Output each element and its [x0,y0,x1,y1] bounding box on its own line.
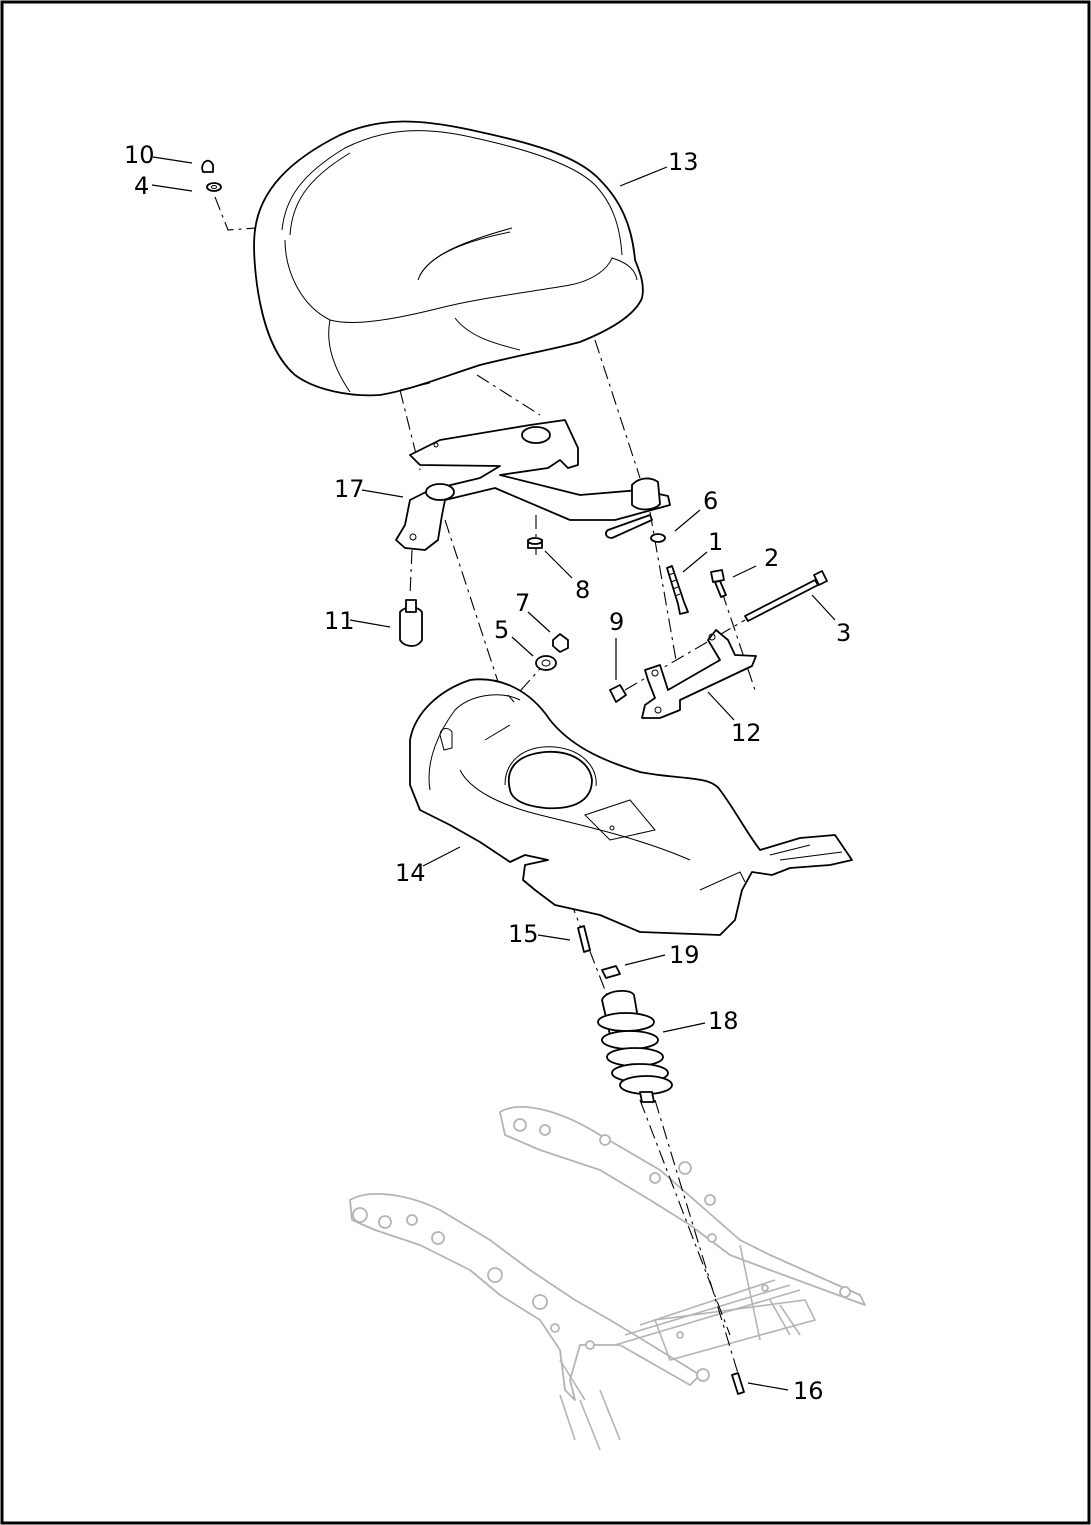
clip-19 [601,965,621,979]
callout-2: 2 [764,544,779,572]
callout-1: 1 [708,528,723,556]
callout-6: 6 [703,487,718,515]
pin-15 [577,925,591,953]
callout-8: 8 [575,576,590,604]
callout-14: 14 [395,859,426,887]
callout-17: 17 [334,475,365,503]
callout-13: 13 [668,148,699,176]
bolt-16 [731,1372,745,1395]
shock-18 [597,989,673,1103]
seat-13 [253,120,644,397]
callout-19: 19 [669,941,700,969]
callout-9: 9 [609,608,624,636]
spacer-9 [609,684,627,703]
washer-4 [206,182,222,192]
cap-nut-10 [201,159,214,173]
frame-ghost [349,1106,866,1451]
bolt-3 [744,570,828,622]
callout-16: 16 [793,1377,824,1405]
bolt-1 [666,565,689,615]
seat-pan-14 [409,678,853,936]
bracket-17 [395,419,671,551]
leader-lines [151,156,836,1391]
callout-labels: 10 4 13 17 6 1 2 3 8 7 5 9 11 12 14 15 1… [124,141,851,1405]
nut-8 [527,537,543,549]
callout-12: 12 [731,719,762,747]
callout-4: 4 [134,172,149,200]
washer-5 [535,655,557,671]
nut-7 [552,633,569,653]
callout-15: 15 [508,920,539,948]
callout-18: 18 [708,1007,739,1035]
callout-11: 11 [324,607,355,635]
callout-10: 10 [124,141,155,169]
callout-7: 7 [515,589,530,617]
washer-6 [650,533,666,543]
support-bracket-12 [641,629,757,719]
spacer-11 [399,599,423,647]
callout-5: 5 [494,616,509,644]
bolt-2 [710,569,727,598]
callout-3: 3 [836,619,851,647]
